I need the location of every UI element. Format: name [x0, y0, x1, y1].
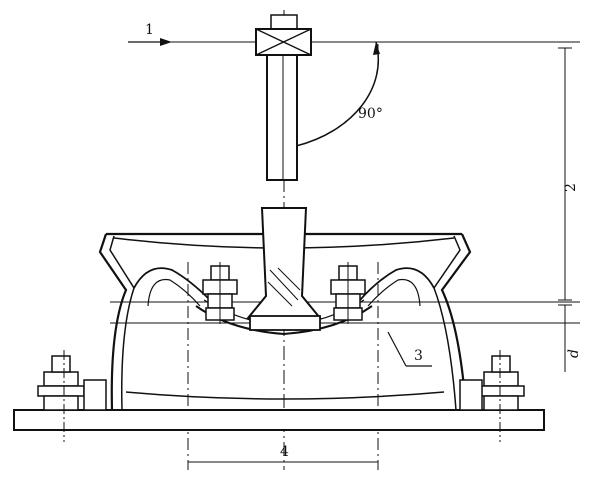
arrow-1	[128, 38, 172, 46]
rim-outer-left	[98, 233, 128, 411]
hub-disc-left-inner	[147, 278, 201, 307]
dimension-label-d: d	[566, 349, 582, 358]
callout-label-4: 4	[280, 444, 289, 460]
rim-inner-left	[109, 235, 135, 411]
test-bolt	[255, 14, 312, 181]
rim-inner-right	[433, 235, 461, 411]
rim-lower-band	[125, 391, 445, 400]
base-plate	[13, 409, 545, 431]
bolt-shank	[266, 54, 298, 181]
bolt-head-nut	[270, 14, 298, 30]
clamp-bolt-left	[37, 350, 107, 442]
center-post	[245, 207, 323, 331]
callout-label-3: 3	[414, 348, 423, 364]
clamp-bolt-right	[459, 350, 525, 442]
hub-bolt-left	[202, 262, 238, 324]
hub-disc-right-inner	[367, 278, 421, 307]
leader-3	[387, 331, 432, 367]
callout-label-1: 1	[145, 22, 154, 38]
angle-arc	[295, 41, 380, 147]
hub-bolt-right	[330, 262, 366, 324]
callout-label-2: 2	[563, 183, 579, 192]
angle-label: 90°	[358, 106, 383, 122]
hub-disc-right	[359, 267, 435, 301]
hub-disc-left	[133, 267, 211, 301]
